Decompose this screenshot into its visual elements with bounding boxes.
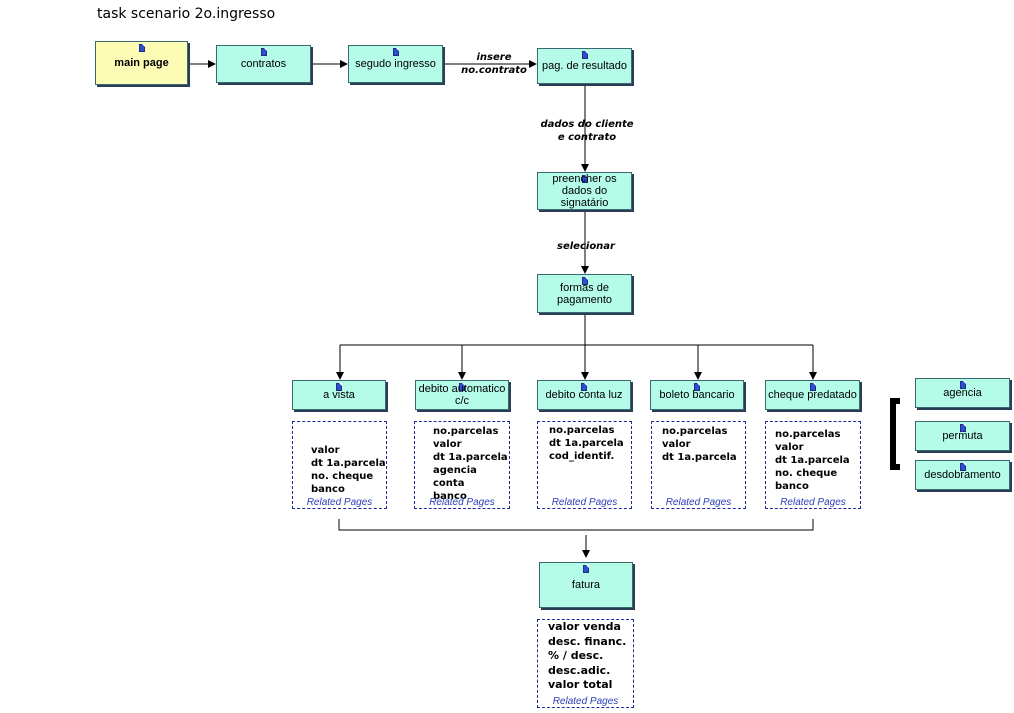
node-a-vista[interactable]: a vista: [292, 380, 386, 410]
related-pages-link[interactable]: Related Pages: [780, 497, 846, 508]
related-item: desc.adic.: [548, 663, 611, 677]
page-icon: [583, 565, 589, 573]
diagram-title: task scenario 2o.ingresso: [97, 6, 276, 22]
related-item: no.parcelas: [775, 429, 841, 440]
related-pages-debito-conta-luz: no.parcelas dt 1a.parcela cod_identif. Rel…: [537, 421, 632, 509]
node-boleto-bancario[interactable]: boleto bancario: [650, 380, 744, 410]
related-item: agencia: [433, 465, 477, 476]
related-item: dt 1a.parcela: [311, 458, 386, 469]
group-bracket: [890, 398, 900, 470]
related-item: banco: [311, 484, 345, 495]
related-item: banco: [775, 481, 809, 492]
node-debito-automatico[interactable]: debito automatico c/c: [415, 380, 509, 410]
page-icon: [459, 383, 465, 391]
node-desdobramento[interactable]: desdobramento: [915, 460, 1010, 490]
related-item: valor: [433, 439, 462, 450]
related-item: banco: [433, 491, 467, 502]
page-icon: [260, 48, 267, 56]
related-pages-link[interactable]: Related Pages: [306, 497, 373, 508]
related-item: dt 1a.parcela: [433, 452, 508, 463]
related-item: cod_identif.: [549, 451, 615, 462]
page-icon: [959, 463, 966, 471]
related-item: conta: [433, 478, 465, 489]
related-pages-cheque-predatado: no.parcelas valor dt 1a.parcela no. cheque b…: [765, 421, 861, 509]
node-cheque-predatado[interactable]: cheque predatado: [765, 380, 860, 410]
edge-merge-bar: [338, 519, 814, 531]
related-pages-boleto-bancario: no.parcelas valor dt 1a.parcela Related Pa…: [651, 421, 746, 509]
page-icon: [581, 51, 588, 59]
page-icon: [581, 277, 588, 285]
related-item: no.parcelas: [662, 426, 728, 437]
related-pages-link[interactable]: Related Pages: [552, 696, 619, 707]
node-pag-resultado[interactable]: pag. de resultado: [537, 48, 632, 84]
page-icon: [581, 175, 588, 183]
related-item: dt 1a.parcela: [549, 438, 624, 449]
related-item: no. cheque: [775, 468, 838, 479]
related-item: valor: [662, 439, 691, 450]
page-icon: [694, 383, 700, 391]
related-item: desc. financ.: [548, 634, 627, 648]
page-icon: [959, 424, 966, 432]
node-preencher-dados[interactable]: preencher os dados do signatário: [537, 172, 632, 210]
page-icon: [336, 383, 342, 391]
node-fatura[interactable]: fatura: [539, 562, 633, 608]
related-item: no. cheque: [311, 471, 374, 482]
related-item: valor: [775, 442, 804, 453]
related-item: no.parcelas: [433, 426, 499, 437]
related-item: valor venda: [548, 620, 621, 633]
node-permuta[interactable]: permuta: [915, 421, 1010, 451]
related-item: dt 1a.parcela: [775, 455, 850, 466]
edge-label-insere: insere no.contrato: [461, 52, 527, 76]
node-main-page[interactable]: main page: [95, 41, 188, 85]
related-item: % / desc.: [548, 649, 604, 662]
related-item: valor: [311, 445, 340, 456]
related-item: valor total: [548, 678, 613, 691]
page-icon: [959, 381, 966, 389]
node-contratos[interactable]: contratos: [216, 45, 311, 83]
node-debito-conta-luz[interactable]: debito conta luz: [537, 380, 631, 410]
related-item: no.parcelas: [549, 425, 615, 436]
page-icon: [581, 383, 587, 391]
related-pages-link[interactable]: Related Pages: [429, 497, 495, 508]
related-item: dt 1a.parcela: [662, 452, 737, 463]
page-icon: [138, 44, 145, 52]
related-pages-debito-automatico: no.parcelas valor dt 1a.parcela agencia cont…: [414, 421, 510, 509]
related-pages-link[interactable]: Related Pages: [665, 497, 732, 508]
node-formas-pagamento[interactable]: formas de pagamento: [537, 274, 632, 313]
page-icon: [392, 48, 399, 56]
edge-label-selecionar: selecionar: [557, 241, 615, 252]
node-agencia[interactable]: agencia: [915, 378, 1010, 408]
related-pages-link[interactable]: Related Pages: [551, 497, 618, 508]
page-icon: [809, 383, 816, 391]
edge-label-dados: dados do cliente e contrato: [540, 119, 634, 143]
node-segundo-ingresso[interactable]: segudo ingresso: [348, 45, 443, 83]
related-pages-a-vista: valor dt 1a.parcela no. cheque banco Relate…: [292, 421, 387, 509]
